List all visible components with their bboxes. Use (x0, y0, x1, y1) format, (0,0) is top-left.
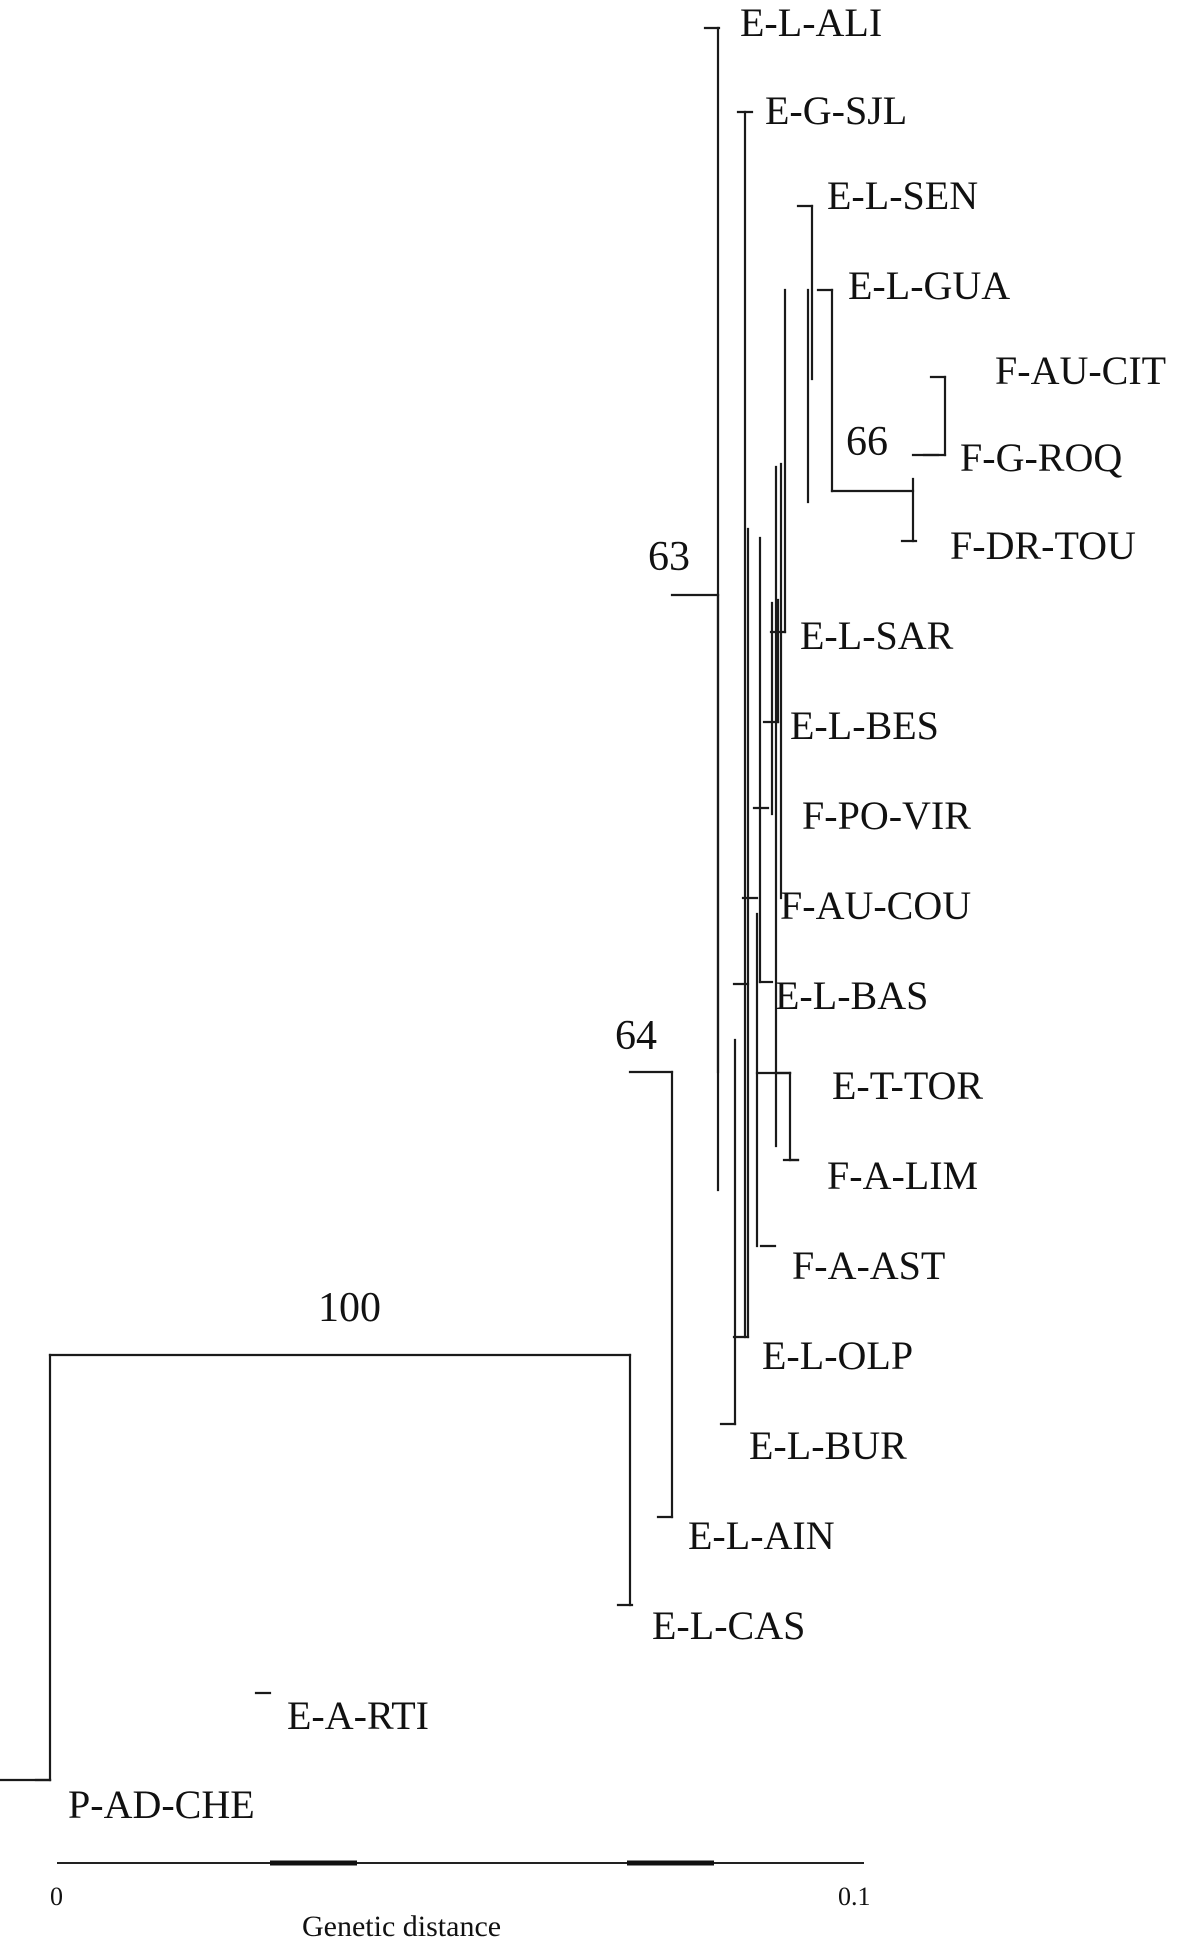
leaf-label: E-L-BUR (749, 1423, 907, 1468)
leaf-label: F-A-AST (792, 1243, 945, 1288)
scale-title: Genetic distance (302, 1910, 501, 1939)
scale-max-label: 0.1 (838, 1882, 871, 1911)
leaf-label: P-AD-CHE (68, 1782, 255, 1827)
leaf-label: E-L-SEN (827, 173, 978, 218)
support-value: 100 (318, 1285, 381, 1331)
tree-branches (0, 26, 947, 1782)
leaf-label: E-T-TOR (832, 1063, 983, 1108)
leaf-label: E-L-AIN (688, 1513, 835, 1558)
scale-min-label: 0 (50, 1882, 63, 1911)
leaf-label: E-L-CAS (652, 1603, 805, 1648)
tree-leaf-labels: E-L-ALI E-G-SJL E-L-SEN E-L-GUA F-AU-CIT F-G-… (68, 0, 1166, 1827)
leaf-label: E-G-SJL (765, 88, 907, 133)
support-value: 66 (846, 419, 888, 465)
leaf-label: F-PO-VIR (802, 793, 971, 838)
leaf-label: E-A-RTI (287, 1693, 429, 1738)
leaf-label: F-A-LIM (827, 1153, 978, 1198)
support-value: 64 (615, 1013, 657, 1059)
support-value: 63 (648, 534, 690, 580)
tree-support-values: 100 64 63 66 (318, 419, 888, 1331)
leaf-label: F-G-ROQ (960, 435, 1122, 480)
leaf-label: E-L-BAS (775, 973, 928, 1018)
leaf-label: F-AU-COU (780, 883, 971, 928)
leaf-label: E-L-OLP (762, 1333, 913, 1378)
leaf-label: E-L-ALI (740, 0, 882, 45)
scale-bar: 0 0.1 Genetic distance (50, 1860, 871, 1939)
leaf-label: F-DR-TOU (950, 523, 1136, 568)
leaf-label: E-L-SAR (800, 613, 954, 658)
leaf-label: E-L-BES (790, 703, 939, 748)
leaf-label: F-AU-CIT (995, 348, 1166, 393)
leaf-label: E-L-GUA (848, 263, 1010, 308)
